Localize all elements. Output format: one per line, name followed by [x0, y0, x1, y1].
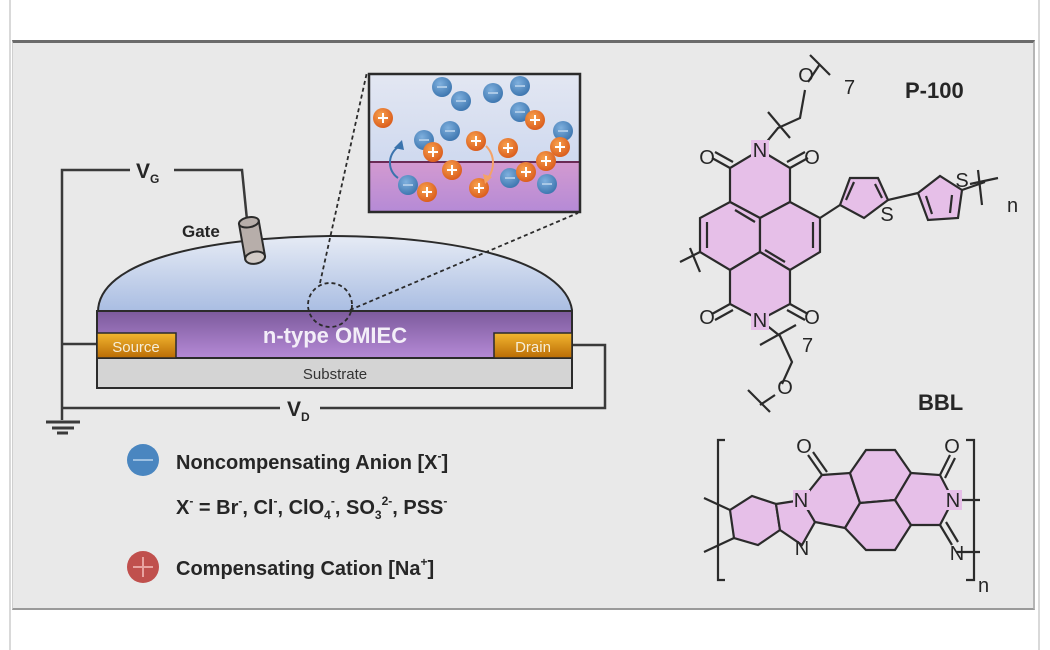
- bbl-bracket-right: [966, 438, 976, 582]
- svg-text:N: N: [946, 490, 960, 512]
- cation-transfer-arrowhead: [483, 174, 492, 184]
- anion-particle: [537, 174, 557, 194]
- anion-particle: [553, 121, 573, 141]
- p100-atom-labels: N N O O O O O O S S 7 7 n: [699, 65, 1018, 399]
- svg-text:N: N: [753, 310, 767, 332]
- bbl-structure: [703, 438, 980, 582]
- svg-text:S: S: [880, 204, 893, 226]
- cation-particle: [550, 137, 570, 157]
- svg-text:O: O: [798, 65, 814, 87]
- drain-contact: [493, 332, 573, 359]
- zoom-line-left: [319, 71, 368, 284]
- bbl-benzene-ring: [728, 494, 782, 547]
- circuit-wires: [60, 168, 607, 420]
- svg-text:N: N: [795, 538, 809, 560]
- svg-text:O: O: [699, 307, 715, 329]
- anion-particle: [510, 102, 530, 122]
- source-contact: [96, 332, 177, 359]
- cation-particle: [469, 178, 489, 198]
- gate-label: Gate: [182, 222, 220, 241]
- source-label: Source: [112, 339, 160, 356]
- svg-text:N: N: [950, 543, 964, 565]
- svg-text:N: N: [753, 140, 767, 162]
- legend-anion-species: X- = Br-, Cl-, ClO4-, SO32-, PSS-: [176, 494, 447, 522]
- anion-transfer-arrowhead: [394, 140, 404, 150]
- gate-wire-right: [174, 168, 249, 221]
- svg-text:O: O: [796, 436, 812, 458]
- page-border-left: [9, 0, 11, 650]
- anion-particle: [451, 91, 471, 111]
- legend-anion-icon: [127, 444, 159, 476]
- page-border-right: [1038, 0, 1040, 650]
- anion-particle: [432, 77, 452, 97]
- drain-wire-right: [320, 343, 607, 410]
- cation-particle: [466, 131, 486, 151]
- cation-particle: [525, 110, 545, 130]
- cation-particle: [536, 151, 556, 171]
- electrolyte-dome: [96, 234, 573, 313]
- svg-text:n: n: [978, 575, 989, 597]
- bbl-atom-labels: N N N N O O n: [793, 436, 989, 597]
- substrate-label: Substrate: [303, 366, 367, 383]
- cation-particle: [417, 182, 437, 202]
- p100-structure: [679, 54, 999, 413]
- gate-wire: [60, 168, 130, 420]
- p100-title: P-100: [905, 78, 964, 103]
- legend-anion-label: Noncompensating Anion [X-]: [176, 449, 448, 474]
- svg-text:n: n: [1007, 195, 1018, 217]
- anion-particle: [483, 83, 503, 103]
- svg-text:O: O: [944, 436, 960, 458]
- zoom-line-right: [349, 212, 579, 311]
- drain-voltage-label: VD: [287, 398, 310, 424]
- gate-voltage-label: VG: [136, 160, 159, 186]
- cation-particle: [373, 108, 393, 128]
- ion-layer: [373, 76, 573, 202]
- svg-text:7: 7: [802, 335, 813, 357]
- svg-text:7: 7: [844, 77, 855, 99]
- anion-particle: [440, 121, 460, 141]
- bbl-bracket-left: [716, 438, 725, 582]
- zoom-region-circle: [307, 282, 353, 328]
- cation-particle: [498, 138, 518, 158]
- svg-text:O: O: [804, 147, 820, 169]
- svg-text:O: O: [699, 147, 715, 169]
- legend-cation-label: Compensating Cation [Na+]: [176, 555, 434, 580]
- svg-text:N: N: [794, 490, 808, 512]
- drain-label: Drain: [515, 339, 551, 356]
- cation-particle: [442, 160, 462, 180]
- cation-particle: [423, 142, 443, 162]
- gate-electrode: [237, 216, 267, 265]
- anion-particle: [398, 175, 418, 195]
- svg-text:O: O: [777, 377, 793, 399]
- ground-icon: [46, 420, 80, 435]
- legend-cation-icon: [127, 551, 159, 583]
- svg-text:S: S: [955, 170, 968, 192]
- bbl-title: BBL: [918, 390, 963, 415]
- substrate-layer: [96, 357, 573, 389]
- svg-text:O: O: [804, 307, 820, 329]
- anion-particle: [510, 76, 530, 96]
- anion-particle: [500, 168, 520, 188]
- inset-zoom: [367, 72, 582, 214]
- cation-transfer-arrow: [485, 145, 494, 179]
- cation-particle: [516, 162, 536, 182]
